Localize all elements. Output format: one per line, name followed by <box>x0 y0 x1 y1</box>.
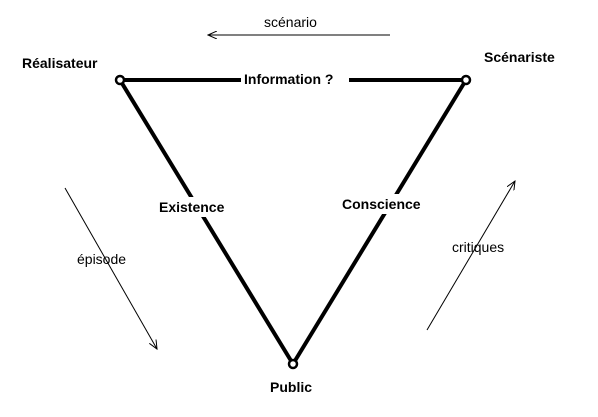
flow-top-label: scénario <box>264 14 317 30</box>
edge-realisateur-public <box>118 78 295 366</box>
edge-left-label-bg <box>157 197 235 217</box>
flow-left-arrow <box>64 187 157 349</box>
node-realisateur-marker <box>114 74 126 86</box>
node-public-label: Public <box>270 379 312 395</box>
node-realisateur-label: Réalisateur <box>22 55 98 71</box>
flow-right-label: critiques <box>452 239 504 255</box>
node-scenariste-marker <box>460 74 472 86</box>
node-public-marker <box>287 358 299 370</box>
edge-right-label: Conscience <box>342 196 421 212</box>
flow-right-arrow <box>426 181 515 331</box>
edge-top-label: Information ? <box>244 71 333 87</box>
node-scenariste-label: Scénariste <box>484 49 555 65</box>
edge-scenariste-public <box>291 78 468 366</box>
edge-right-label-bg <box>339 194 435 214</box>
edge-top-label-bg <box>241 68 349 90</box>
flow-left-label: épisode <box>77 251 126 267</box>
edge-left-label: Existence <box>159 199 225 215</box>
